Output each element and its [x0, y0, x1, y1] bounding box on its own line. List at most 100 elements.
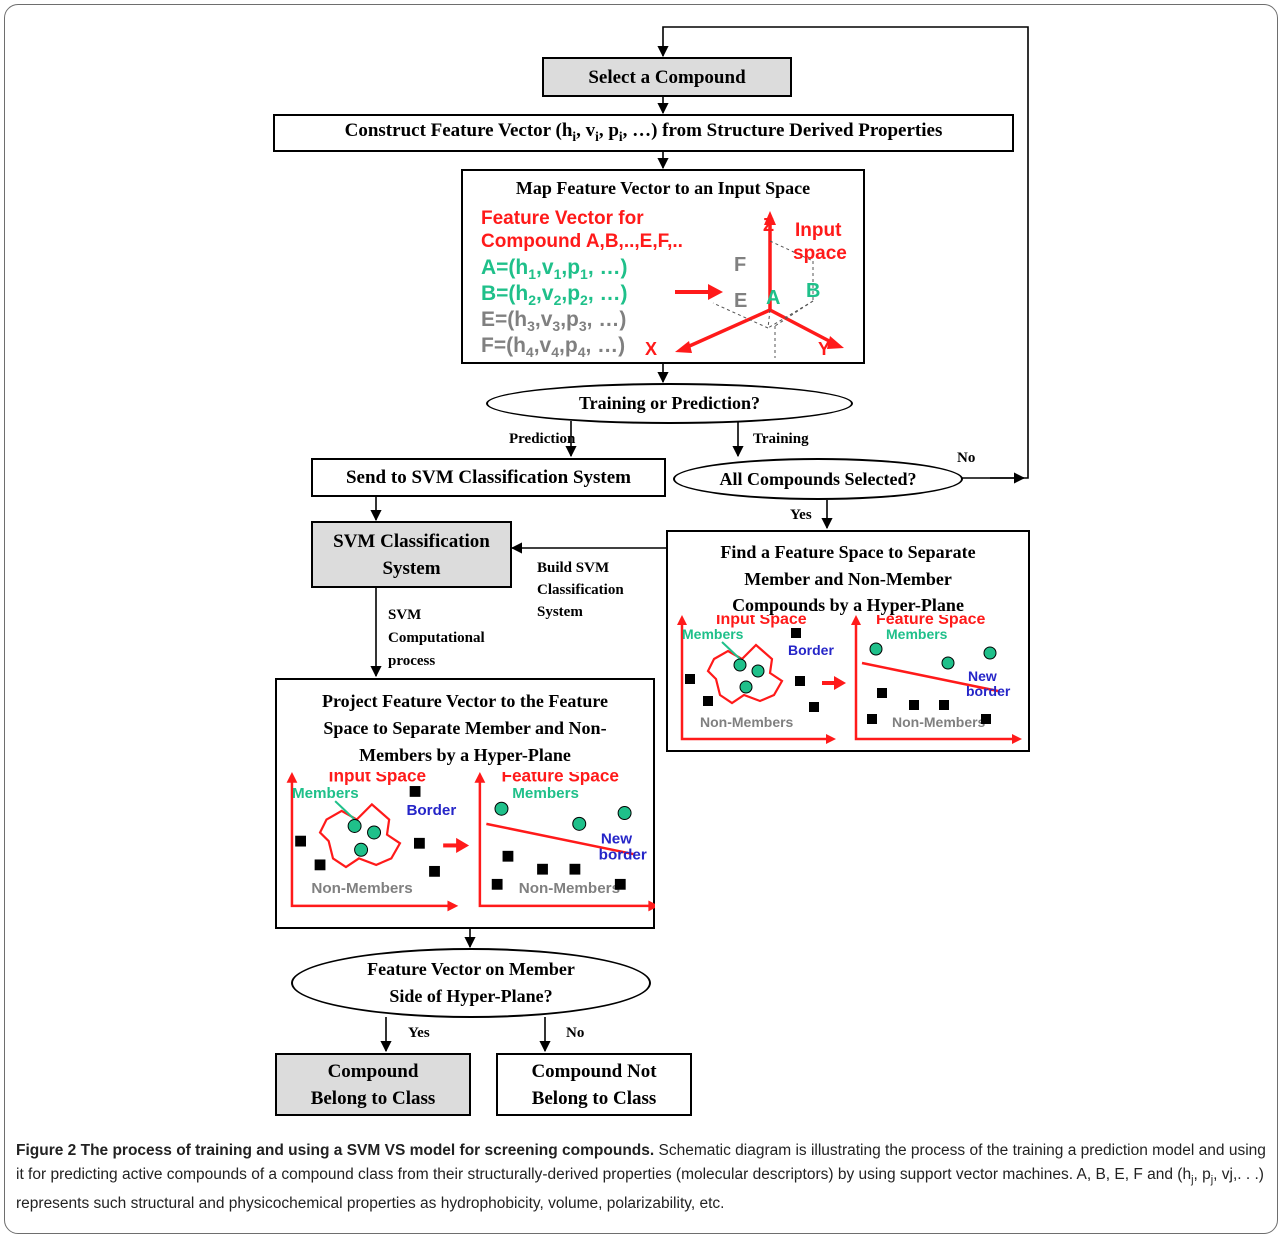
members-pointer: [334, 800, 356, 821]
new-border-label-1: New: [601, 830, 632, 847]
member-circle: [751, 664, 765, 678]
hyperplane-line: [861, 661, 999, 693]
member-circle: [983, 646, 997, 660]
training-or-prediction-label: Training or Prediction?: [578, 393, 760, 413]
select-compound-node: Select a Compound: [542, 57, 792, 97]
build-line1: Build SVM: [537, 560, 610, 576]
member-circle: [572, 816, 587, 831]
non-member-square: [703, 696, 713, 706]
non-member-square: [685, 674, 695, 684]
new-border-label-2: border: [599, 846, 647, 863]
find-title-1: Find a Feature Space to Separate: [720, 542, 976, 562]
right-axis-up-arrow: [851, 615, 861, 625]
non-member-square: [491, 878, 503, 890]
non-member-square: [569, 863, 581, 875]
vector-e: E=(h3,v3,p3, …): [481, 308, 626, 334]
non-member-square: [909, 700, 919, 710]
non-member-square: [314, 859, 326, 871]
left-axes: [680, 621, 830, 741]
non-member-square: [414, 837, 425, 849]
non-member-square: [614, 878, 626, 890]
map-illustration: Feature Vector for Compound A,B,..,E,F,.…: [481, 208, 847, 360]
no-bottom-label: No: [566, 1025, 585, 1041]
build-svm-label: Build SVM Classification System: [537, 557, 624, 623]
non-members-label: Non-Members: [519, 880, 620, 897]
border-label: Border: [788, 642, 834, 658]
right-axis-right-arrow: [648, 900, 655, 912]
svm-comp-line3: process: [388, 653, 436, 669]
caption-title: Figure 2 The process of training and usi…: [16, 1142, 655, 1159]
non-members-label: Non-Members: [892, 714, 986, 730]
project-feature-vector-node: Project Feature Vector to the Feature Sp…: [275, 678, 655, 929]
find-feature-space-node: Find a Feature Space to Separate Member …: [666, 530, 1030, 752]
point-e: E: [734, 290, 747, 312]
select-compound-label: Select a Compound: [588, 66, 746, 88]
member-circle: [739, 680, 753, 694]
vector-list: A=(h1,v1,p1, …) B=(h2,v2,p2, …) E=(h3,v3…: [481, 256, 628, 360]
point-f: F: [734, 254, 746, 276]
input-space-label: Input Space: [329, 772, 426, 786]
find-title-3: Compounds by a Hyper-Plane: [732, 595, 964, 615]
training-or-prediction-decision: Training or Prediction?: [486, 383, 853, 424]
training-label: Training: [753, 431, 809, 447]
point-a: A: [766, 287, 780, 309]
vector-f: F=(h4,v4,p4, …): [481, 334, 625, 360]
right-axes: [478, 778, 653, 908]
all-compounds-selected-label: All Compounds Selected?: [719, 468, 917, 489]
all-compounds-selected-decision: All Compounds Selected?: [673, 458, 963, 500]
send-to-svm-node: Send to SVM Classification System: [311, 458, 666, 497]
prediction-label: Prediction: [509, 431, 576, 447]
member-circle: [733, 658, 747, 672]
map-feature-vector-node: Map Feature Vector to an Input Space Fea…: [461, 169, 865, 364]
caption-body: Schematic diagram is illustrating the pr…: [16, 1142, 1266, 1183]
caption-mid1: , p: [1193, 1166, 1211, 1183]
member-border-blob: [318, 802, 402, 869]
svm-comp-line2: Computational: [388, 630, 485, 646]
members-label: Members: [886, 626, 948, 642]
non-member-square: [409, 786, 421, 797]
send-to-svm-label: Send to SVM Classification System: [345, 467, 631, 488]
compound-belong-node: Compound Belong to Class: [275, 1053, 471, 1116]
caption-p-sub: j: [1210, 1174, 1214, 1187]
axis-x-label: X: [645, 339, 657, 359]
member-circle: [354, 842, 369, 857]
vector-a: A=(h1,v1,p1, …): [481, 256, 628, 282]
svm-classification-system-node: SVM Classification System: [311, 521, 512, 588]
member-side-decision: Feature Vector on Member Side of Hyper-P…: [291, 948, 651, 1018]
point-b: B: [806, 280, 820, 302]
non-member-square: [537, 863, 548, 875]
new-border-label-1: New: [968, 668, 997, 684]
feature-vector-heading-1: Feature Vector for: [481, 208, 644, 229]
belong-line1: Compound: [327, 1060, 419, 1082]
members-label: Members: [512, 785, 579, 802]
members-label: Members: [292, 785, 359, 802]
build-line3: System: [537, 604, 583, 620]
project-title-3: Members by a Hyper-Plane: [359, 745, 571, 765]
figure-caption: Figure 2 The process of training and usi…: [16, 1139, 1271, 1216]
find-title: Find a Feature Space to Separate Member …: [668, 539, 1028, 619]
non-member-square: [795, 676, 805, 686]
members-pointer: [721, 641, 741, 660]
left-axis-right-arrow: [447, 900, 459, 912]
non-member-square: [981, 714, 991, 724]
construct-vector-label: Construct Feature Vector (hi, vi, pi, …)…: [344, 119, 943, 144]
no-top-label: No: [957, 450, 976, 466]
svm-computational-label: SVM Computational process: [388, 604, 485, 673]
compound-not-belong-node: Compound Not Belong to Class: [496, 1053, 692, 1116]
input-space-label: Input Space: [716, 615, 807, 628]
member-border-blob: [706, 643, 784, 705]
members-label: Members: [682, 626, 744, 642]
not-belong-line1: Compound Not: [531, 1060, 657, 1082]
project-title-1: Project Feature Vector to the Feature: [321, 691, 609, 711]
member-circle: [941, 656, 955, 670]
new-border-label-2: border: [966, 683, 1011, 699]
yes-bottom-label: Yes: [408, 1025, 430, 1041]
input-space-label-2: space: [793, 243, 847, 264]
hyperplane-line: [486, 822, 634, 856]
svm-system-line1: SVM Classification: [333, 530, 490, 552]
border-label: Border: [406, 802, 456, 819]
project-title-2: Space to Separate Member and Non-: [323, 718, 607, 738]
non-member-square: [867, 714, 877, 724]
non-members-label: Non-Members: [311, 880, 412, 897]
